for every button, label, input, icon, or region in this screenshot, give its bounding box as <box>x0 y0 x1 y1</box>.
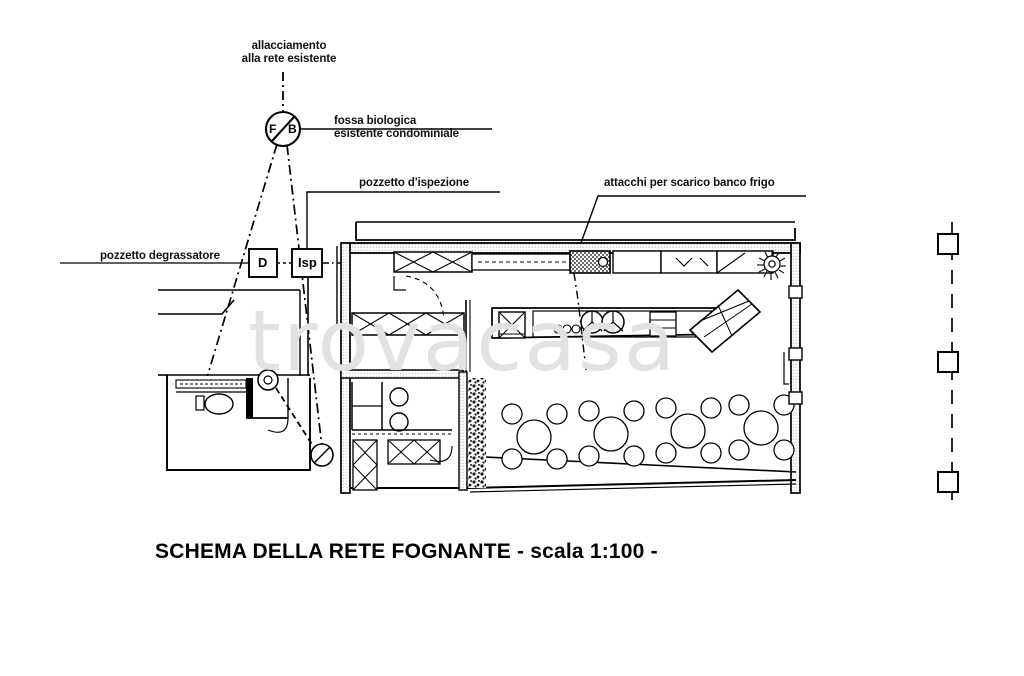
door-opening <box>788 347 803 361</box>
canopy-outline <box>355 222 796 241</box>
wc-fixture <box>389 387 409 407</box>
pipe-fb-to-degrassatore <box>204 143 278 385</box>
chair <box>655 397 677 419</box>
table-group <box>655 397 722 464</box>
table <box>743 410 779 446</box>
chair <box>501 403 523 425</box>
drain-symbol-upper <box>257 369 279 391</box>
label-attacchi-scarico-banco-frigo: attacchi per scarico banco frigo <box>604 177 775 189</box>
chair <box>501 448 523 470</box>
bathroom-partition <box>246 378 253 418</box>
wall-right-shop <box>790 242 801 494</box>
counter-top-3 <box>660 250 718 274</box>
angled-bar-counter <box>688 288 762 354</box>
table <box>516 419 552 455</box>
label-fossa-biologica-line1: fossa biologica <box>334 115 417 127</box>
label-fossa-biologica: fossa biologica esistente condominiale <box>334 115 459 140</box>
wall-left-shop <box>340 242 351 494</box>
burner <box>553 324 563 334</box>
chair <box>728 394 750 416</box>
burner <box>562 324 572 334</box>
chair <box>578 400 600 422</box>
toilet-fixture <box>204 393 234 415</box>
chair <box>623 445 645 467</box>
chair <box>623 400 645 422</box>
fossa-biologica-symbol-letter-b: B <box>288 122 297 136</box>
fossa-biologica-symbol-letter-f: F <box>269 122 277 136</box>
table-group <box>501 403 568 470</box>
sink-right <box>601 310 625 334</box>
pipe-fb-to-ispezione <box>286 144 324 457</box>
table <box>593 416 629 452</box>
door-opening <box>788 285 803 299</box>
counter-hatched-top-1 <box>393 251 473 273</box>
label-pozzetto-ispezione: pozzetto d'ispezione <box>359 177 469 189</box>
counter-hatched-service-a <box>352 439 378 491</box>
label-allacciamento-rete-esistente: allacciamento alla rete esistente <box>189 40 389 65</box>
burner <box>571 324 581 334</box>
site-line-lower <box>158 299 235 315</box>
leader-ispezione <box>306 191 500 249</box>
table <box>670 413 706 449</box>
plant-symbol <box>757 250 786 280</box>
label-fossa-biologica-line2: esistente condominiale <box>334 127 459 140</box>
label-allacciamento-line2: alla rete esistente <box>241 52 337 65</box>
chair <box>546 403 568 425</box>
street-sewer-manhole <box>937 233 959 255</box>
chair <box>773 439 795 461</box>
pipe-frigo-branch <box>573 272 587 371</box>
pozzetto-degrassatore-box-label: D <box>258 255 268 270</box>
chair <box>700 397 722 419</box>
label-pozzetto-degrassatore: pozzetto degrassatore <box>100 250 220 262</box>
drain-symbol-lower <box>310 443 334 467</box>
label-allacciamento-line1: allacciamento <box>251 40 327 52</box>
page-title: SCHEMA DELLA RETE FOGNANTE - scala 1:100… <box>155 540 658 563</box>
hedge-planting <box>468 378 486 488</box>
wall-bottom-shop <box>350 479 797 489</box>
banco-frigo <box>569 250 611 274</box>
wall-service-room-top <box>340 369 464 379</box>
chair <box>546 448 568 470</box>
counter-top-2 <box>612 250 662 274</box>
dining-tables <box>501 394 795 470</box>
chair <box>700 442 722 464</box>
counter-hatched-mid <box>351 312 465 336</box>
wc-fixture <box>389 412 409 432</box>
wall-hedge-side <box>458 371 468 491</box>
chair <box>655 442 677 464</box>
table-group <box>578 400 645 467</box>
door-opening <box>788 391 803 405</box>
counter-hatched-service-b <box>387 439 441 465</box>
pozzetto-ispezione-box-label: Isp <box>298 255 317 270</box>
table-group <box>728 394 795 461</box>
sink-left <box>580 310 604 334</box>
chair <box>728 439 750 461</box>
chair <box>578 445 600 467</box>
street-sewer-manhole <box>937 471 959 493</box>
street-sewer-manhole <box>937 351 959 373</box>
